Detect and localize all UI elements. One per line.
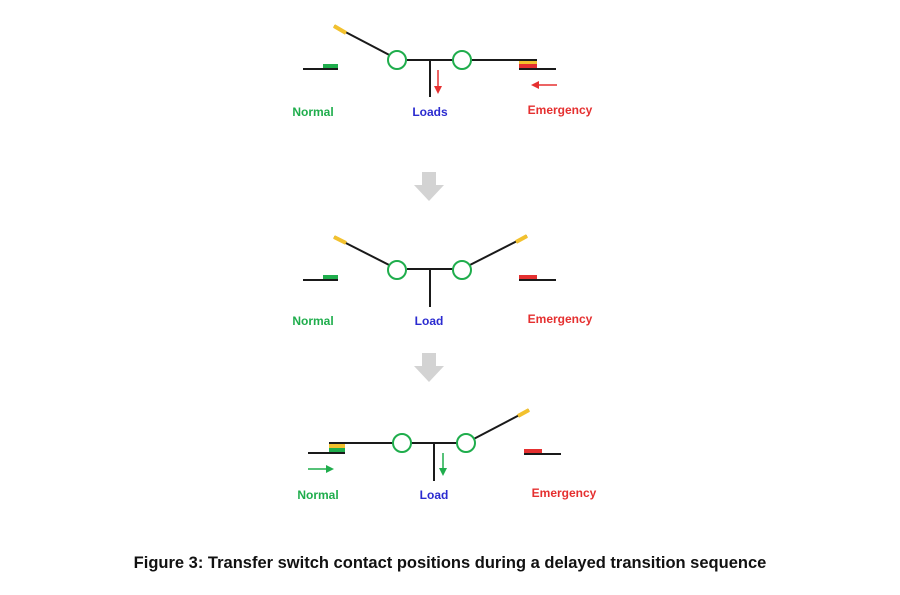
stage2-emergency-blade-tip: [515, 234, 528, 244]
stage3-load-current-arrowhead: [439, 468, 447, 476]
stage-3: Normal Load Emergency: [297, 408, 597, 502]
stage1-emergency-blade-tip: [519, 61, 537, 64]
stage3-normal-blade-tip: [329, 444, 345, 448]
stage1-emergency-pivot: [452, 50, 472, 70]
stage2-normal-pivot: [387, 260, 407, 280]
stage2-normal-blade-tip: [333, 235, 347, 245]
stage3-normal-label: Normal: [297, 488, 338, 502]
stage3-load-label: Load: [420, 488, 449, 502]
stage1-load-label: Loads: [412, 105, 448, 119]
stage3-normal-pivot: [392, 433, 412, 453]
stage2-normal-contact-pad: [323, 275, 338, 279]
stage-2: Normal Load Emergency: [292, 234, 593, 328]
stage1-emergency-contact-pad: [519, 64, 537, 68]
stage3-normal-contact-pad: [329, 448, 345, 452]
stage3-source-current-arrowhead: [326, 465, 334, 473]
stage2-normal-label: Normal: [292, 314, 333, 328]
stage3-emergency-blade-tip: [517, 408, 530, 418]
stage1-source-current-arrowhead: [531, 81, 539, 89]
step-arrow-1: [414, 172, 444, 201]
stage3-emergency-pivot: [456, 433, 476, 453]
stage-1: Normal Loads Emergency: [292, 24, 593, 119]
stage1-normal-contact-pad: [323, 64, 338, 68]
stage1-normal-label: Normal: [292, 105, 333, 119]
stage1-emergency-label: Emergency: [528, 103, 593, 117]
stage1-load-current-arrowhead: [434, 86, 442, 94]
stage2-emergency-label: Emergency: [528, 312, 593, 326]
figure-caption: Figure 3: Transfer switch contact positi…: [133, 554, 767, 572]
stage3-emergency-contact-pad: [524, 449, 542, 453]
stage1-normal-blade-tip: [332, 24, 348, 35]
stage2-load-label: Load: [415, 314, 444, 328]
stage2-emergency-contact-pad: [519, 275, 537, 279]
stage1-normal-pivot: [387, 50, 407, 70]
stage3-emergency-label: Emergency: [532, 486, 597, 500]
step-arrow-2: [414, 353, 444, 382]
stage2-emergency-pivot: [452, 260, 472, 280]
